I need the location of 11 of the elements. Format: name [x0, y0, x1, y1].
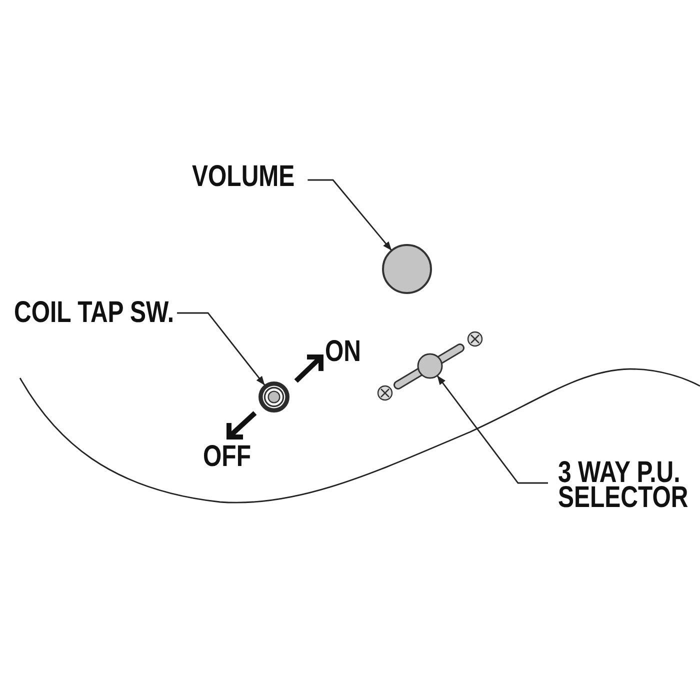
leader-line [177, 312, 266, 386]
part-label: COIL TAP SW. [14, 298, 174, 328]
volume-knob [381, 243, 433, 295]
leader-line [308, 179, 392, 251]
part-label: VOLUME [192, 162, 295, 192]
position-label: OFF [203, 442, 251, 472]
coil-tap-switch [257, 380, 291, 414]
selector-knob [416, 352, 444, 380]
position-label: ON [325, 337, 361, 367]
leader-line [436, 375, 548, 484]
part-label: 3 WAY P.U. SELECTOR [558, 460, 696, 510]
